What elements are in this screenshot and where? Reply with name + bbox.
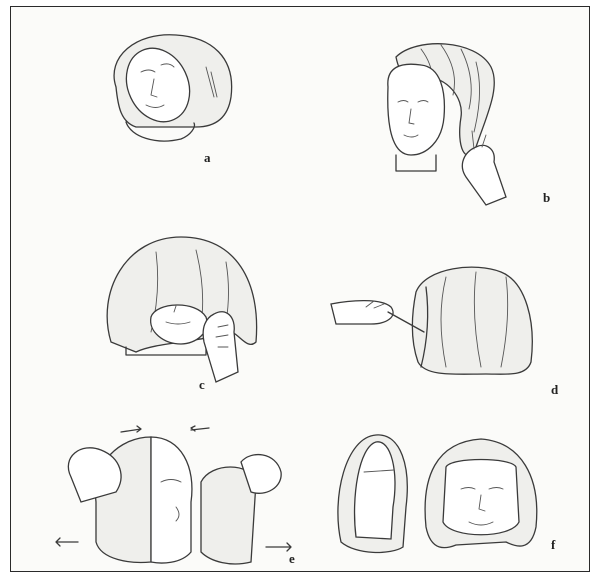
panel-label-e: e bbox=[289, 551, 295, 567]
panel-label-f: f bbox=[551, 537, 555, 553]
panel-label-b: b bbox=[543, 190, 550, 206]
panel-f bbox=[331, 427, 571, 557]
head-with-hair-and-hand-icon bbox=[366, 37, 536, 207]
panel-d bbox=[326, 262, 551, 387]
panel-label-a: a bbox=[204, 150, 211, 166]
head-with-hood-hand-icon bbox=[96, 232, 276, 392]
hand-with-knife-cutting-icon bbox=[326, 262, 551, 387]
panel-label-c: c bbox=[199, 377, 205, 393]
panel-label-d: d bbox=[551, 382, 558, 398]
panel-c bbox=[96, 232, 276, 392]
hands-splitting-mould-icon bbox=[51, 422, 301, 572]
mould-halves-icon bbox=[331, 427, 571, 557]
mannequin-head-with-cap-icon bbox=[96, 27, 246, 152]
panel-a bbox=[96, 27, 246, 152]
panel-b bbox=[366, 37, 536, 207]
panel-e bbox=[51, 422, 301, 572]
figure-frame: a b c bbox=[10, 6, 590, 572]
